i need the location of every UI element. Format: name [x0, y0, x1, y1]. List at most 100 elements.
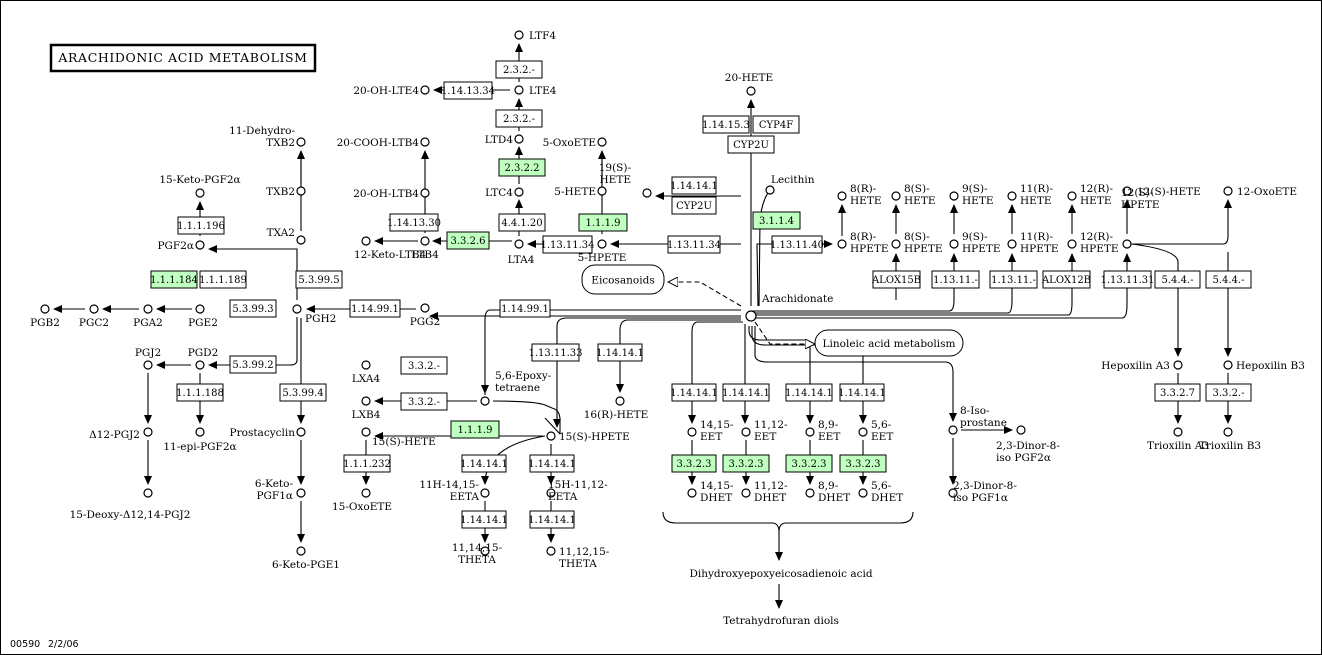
enzyme-box[interactable] — [1205, 383, 1252, 402]
compound-node[interactable] — [597, 137, 607, 147]
enzyme-114141h[interactable]: 1.14.14.1 — [722, 383, 770, 402]
enzyme-114141e[interactable]: 1.14.14.1 — [460, 510, 508, 529]
compound-node[interactable] — [949, 239, 959, 249]
compound-hpete12r[interactable]: 12(R)-HPETE — [1067, 231, 1119, 255]
compound-txb2[interactable]: TXB2 — [266, 186, 306, 198]
compound-ltf4[interactable]: LTF4 — [514, 30, 556, 42]
compound-node[interactable] — [1223, 186, 1233, 196]
compound-node[interactable] — [687, 427, 697, 437]
enzyme-box[interactable] — [597, 343, 643, 362]
compound-node[interactable] — [292, 304, 302, 314]
map-link-eico[interactable]: Eicosanoids — [581, 264, 665, 295]
compound-node[interactable] — [195, 304, 205, 314]
compound-node[interactable] — [687, 488, 697, 498]
compound-hete11r[interactable]: 11(R)-HETE — [1007, 183, 1053, 207]
compound-node[interactable] — [296, 427, 306, 437]
compound-node[interactable] — [1223, 427, 1233, 437]
enzyme-44120[interactable]: 4.4.1.20 — [498, 213, 546, 232]
compound-oh-lte4[interactable]: 20-OH-LTE4 — [353, 85, 430, 97]
compound-node[interactable] — [514, 134, 524, 144]
compound-oxoete5[interactable]: 5-OxoETE — [543, 137, 607, 149]
enzyme-53995[interactable]: 5.3.99.5 — [295, 270, 343, 289]
enzyme-box[interactable] — [671, 176, 717, 195]
compound-node[interactable] — [296, 488, 306, 498]
compound-hete8r[interactable]: 8(R)-HETE — [837, 183, 882, 207]
enzyme-11311a[interactable]: 1.13.11.- — [931, 270, 980, 289]
enzyme-53992[interactable]: 5.3.99.2 — [229, 355, 277, 374]
enzyme-111189[interactable]: 1.1.1.189 — [199, 270, 247, 289]
enzyme-box[interactable] — [752, 115, 800, 134]
enzyme-box[interactable] — [542, 235, 593, 254]
enzyme-114141b[interactable]: 1.14.14.1 — [596, 343, 644, 362]
compound-lte4[interactable]: LTE4 — [514, 85, 557, 97]
enzyme-box[interactable] — [722, 454, 770, 473]
compound-node[interactable] — [514, 30, 524, 40]
compound-node[interactable] — [546, 546, 556, 556]
compound-node[interactable] — [296, 186, 306, 196]
enzyme-2321a[interactable]: 2.3.2.- — [495, 60, 543, 79]
enzyme-box[interactable] — [343, 454, 391, 473]
compound-node[interactable] — [480, 488, 490, 498]
enzyme-114991b[interactable]: 1.14.99.1 — [499, 299, 551, 318]
compound-node[interactable] — [89, 304, 99, 314]
compound-node[interactable] — [420, 188, 430, 198]
enzyme-box[interactable] — [495, 109, 543, 128]
compound-oxoete15[interactable]: 15-OxoETE — [332, 488, 392, 513]
enzyme-1141330[interactable]: 1.14.13.30 — [387, 213, 441, 232]
compound-node[interactable] — [143, 427, 153, 437]
enzyme-11311b[interactable]: 1.13.11.- — [989, 270, 1038, 289]
compound-dhet14[interactable]: 14,15-DHET — [687, 480, 734, 504]
compound-node[interactable] — [420, 303, 430, 313]
enzyme-3114[interactable]: 3.1.1.4 — [752, 211, 801, 230]
enzyme-111232[interactable]: 1.1.1.232 — [343, 454, 391, 473]
enzyme-box[interactable] — [531, 343, 580, 362]
compound-pgf2a[interactable]: PGF2α — [157, 240, 205, 252]
enzyme-113133[interactable]: 1.13.11.33 — [528, 343, 583, 362]
compound-trioxa[interactable]: Trioxilin A3 — [1147, 427, 1209, 452]
compound-node[interactable] — [296, 546, 306, 556]
enzyme-box[interactable] — [702, 115, 750, 134]
compound-node[interactable] — [514, 187, 524, 197]
enzyme-box[interactable] — [499, 299, 551, 318]
enzyme-box[interactable] — [461, 510, 507, 529]
enzyme-544b[interactable]: 5.4.4.- — [1205, 270, 1252, 289]
compound-hete5[interactable]: 5-HETE — [554, 186, 607, 198]
compound-lxb4[interactable]: LXB4 — [352, 396, 381, 421]
enzyme-box[interactable] — [446, 231, 490, 250]
compound-node[interactable] — [741, 488, 751, 498]
enzyme-box[interactable] — [671, 383, 717, 402]
compound-node[interactable] — [361, 236, 371, 246]
enzyme-box[interactable] — [722, 383, 770, 402]
compound-node[interactable] — [296, 235, 306, 245]
compound-node[interactable] — [420, 85, 430, 95]
enzyme-box[interactable] — [295, 270, 343, 289]
enzyme-114141i[interactable]: 1.14.14.1 — [785, 383, 833, 402]
compound-node[interactable] — [837, 239, 847, 249]
enzyme-11119b[interactable]: 1.1.1.9 — [450, 420, 500, 439]
enzyme-3323b[interactable]: 3.3.2.3 — [722, 454, 770, 473]
compound-keto-pgf2a[interactable]: 15-Keto-PGF2α — [159, 174, 241, 198]
compound-keto-pgf1a[interactable]: 6-Keto-PGF1α — [255, 478, 306, 502]
compound-node[interactable] — [195, 360, 205, 370]
enzyme-box[interactable] — [279, 383, 327, 402]
compound-node[interactable] — [143, 488, 153, 498]
enzyme-3323a[interactable]: 3.3.2.3 — [671, 454, 717, 473]
enzyme-114141k[interactable]: 1.14.14.1 — [528, 454, 576, 473]
compound-pgg2[interactable]: PGG2 — [410, 303, 441, 328]
compound-node[interactable] — [1007, 191, 1017, 201]
enzyme-box[interactable] — [785, 383, 833, 402]
compound-node[interactable] — [765, 185, 775, 195]
compound-node[interactable] — [195, 240, 205, 250]
enzyme-alox12b[interactable]: ALOX12B — [1041, 270, 1091, 289]
enzyme-114141j[interactable]: 1.14.14.1 — [838, 383, 886, 402]
compound-lxa4[interactable]: LXA4 — [352, 360, 381, 385]
compound-node[interactable] — [597, 186, 607, 196]
compound-node[interactable] — [1173, 427, 1183, 437]
enzyme-box[interactable] — [229, 355, 277, 374]
compound-node[interactable] — [1007, 239, 1017, 249]
map-link-box[interactable] — [581, 264, 665, 295]
compound-prostacyclin[interactable]: Prostacyclin — [230, 427, 306, 439]
enzyme-box[interactable] — [752, 211, 801, 230]
compound-dhet8[interactable]: 8,9-DHET — [805, 480, 850, 504]
compound-pge2[interactable]: PGE2 — [188, 304, 218, 329]
